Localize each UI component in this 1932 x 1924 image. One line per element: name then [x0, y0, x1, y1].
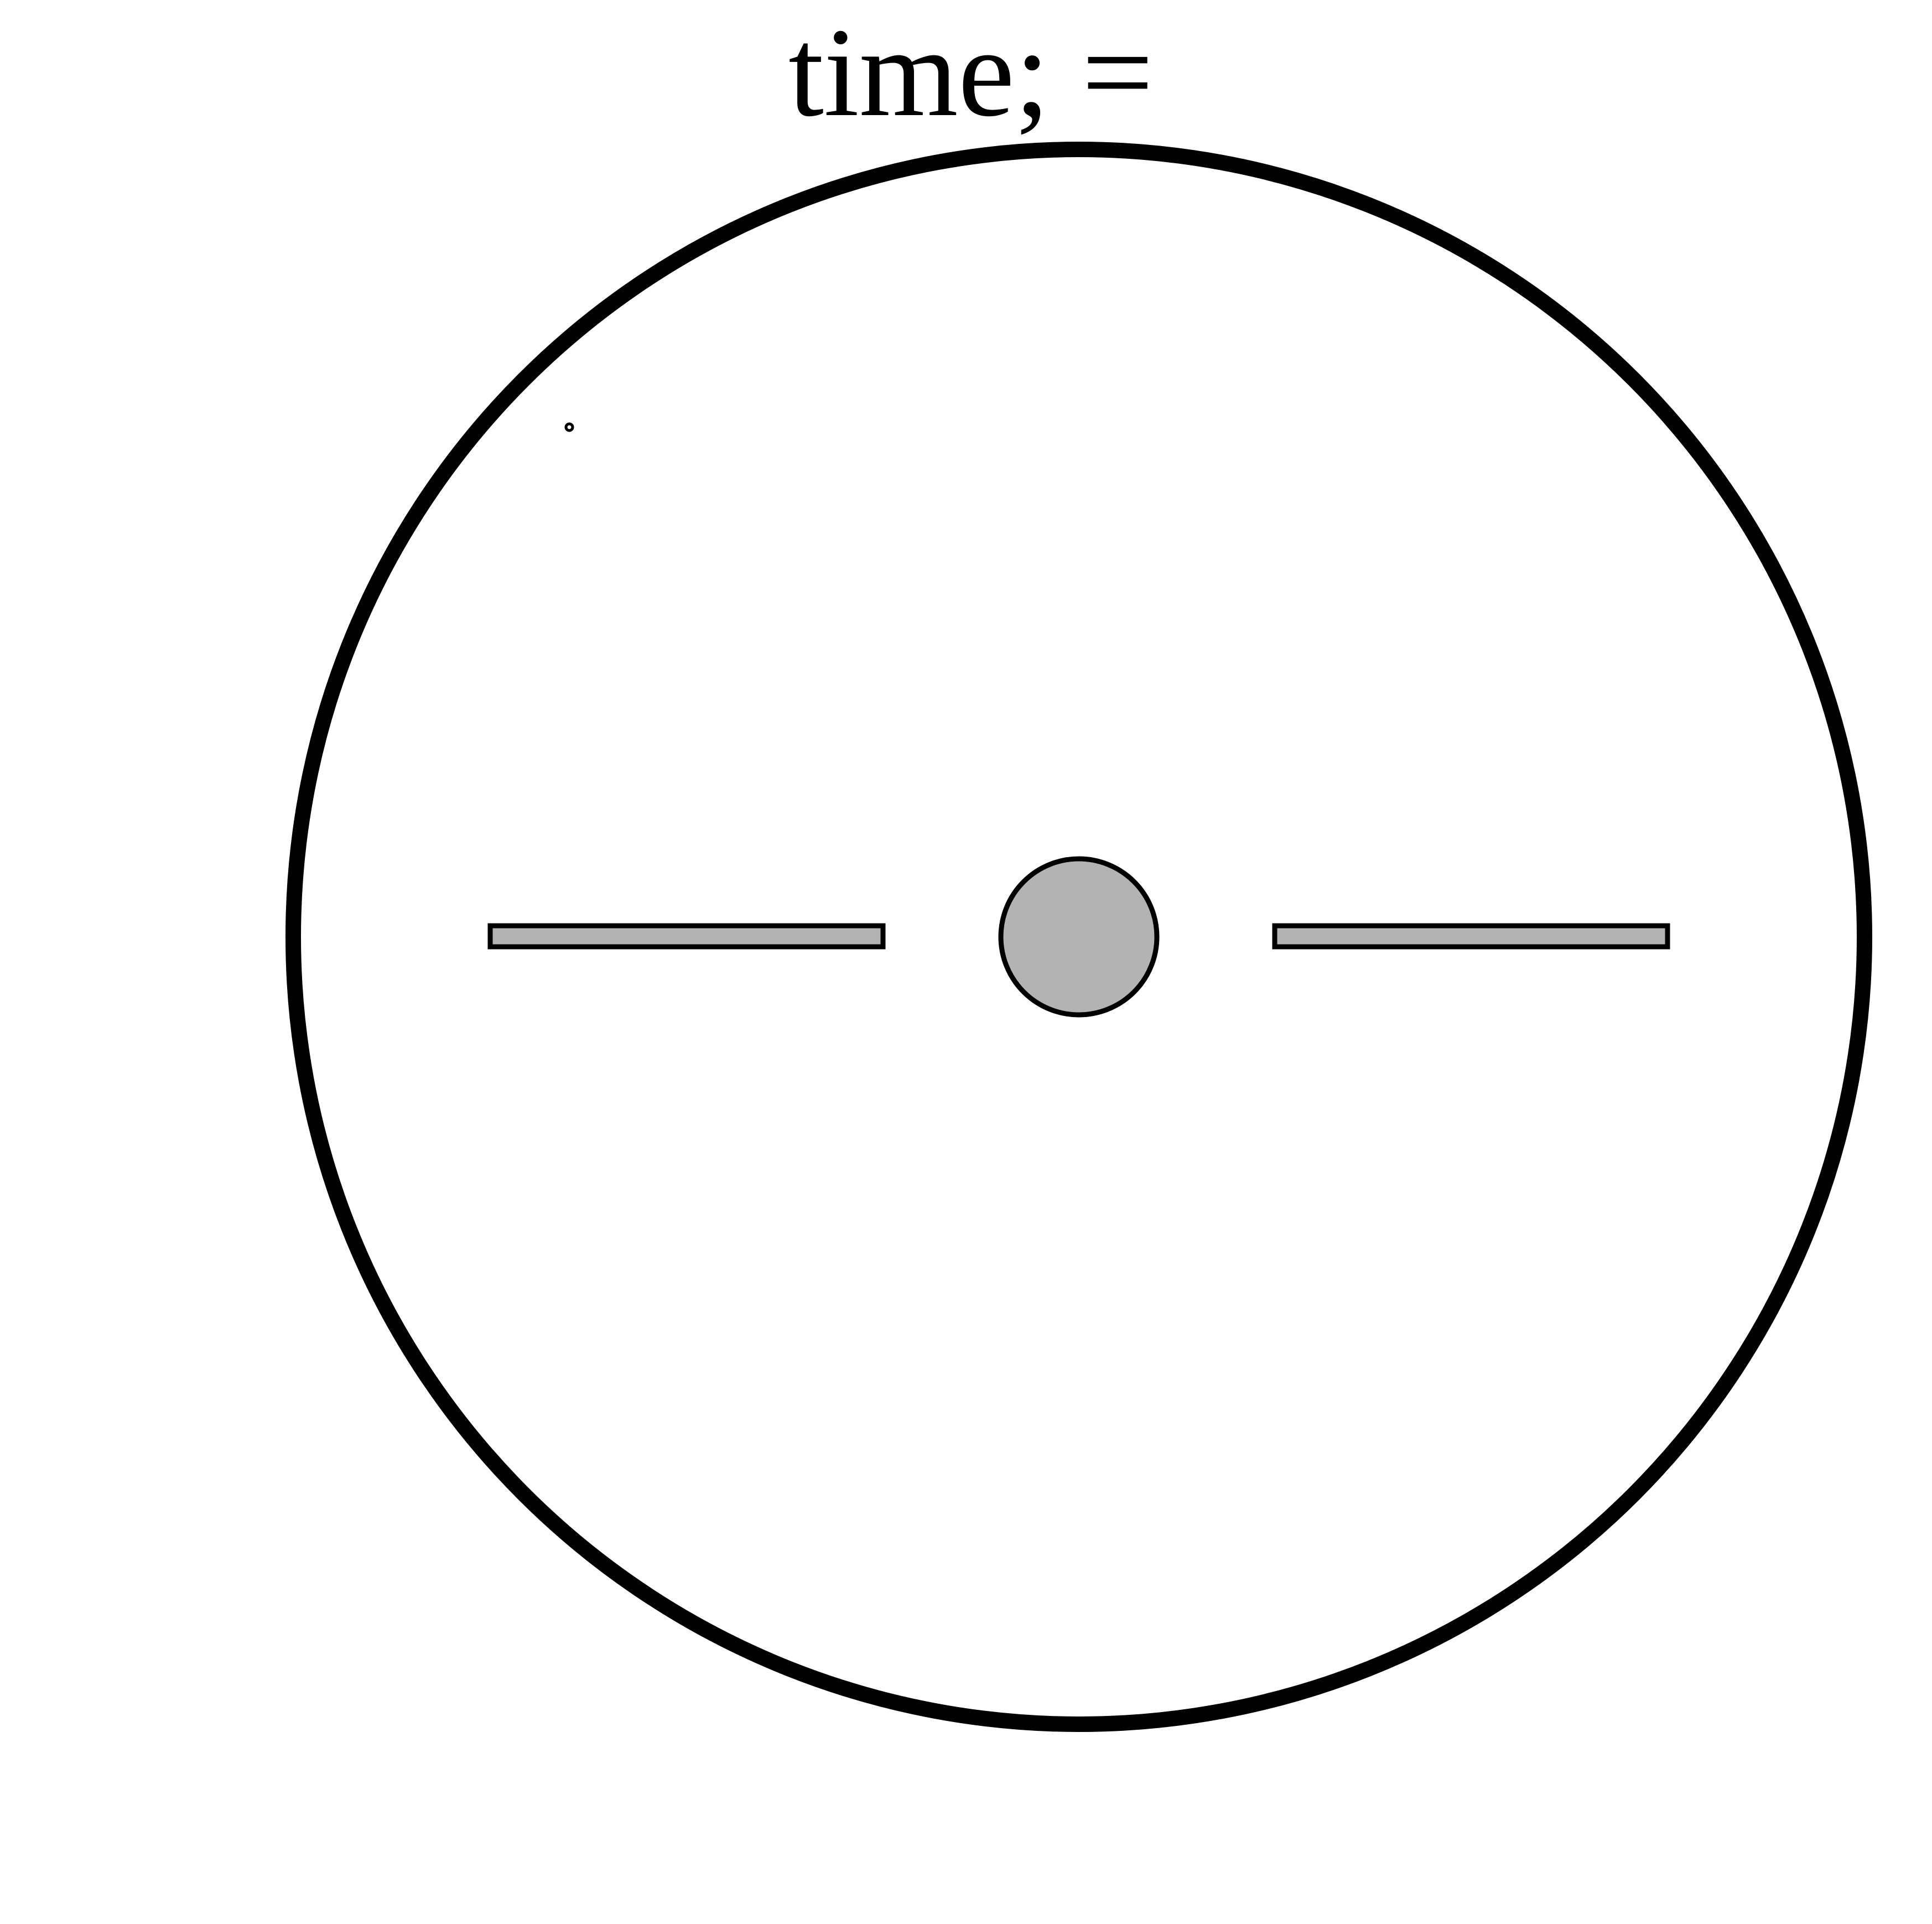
- small-particle: [564, 422, 574, 432]
- center-disc: [998, 856, 1160, 1018]
- left-bar: [487, 923, 886, 950]
- outer-boundary-circle: [285, 142, 1872, 1732]
- right-bar: [1272, 923, 1670, 950]
- title: time; =: [788, 2, 1154, 143]
